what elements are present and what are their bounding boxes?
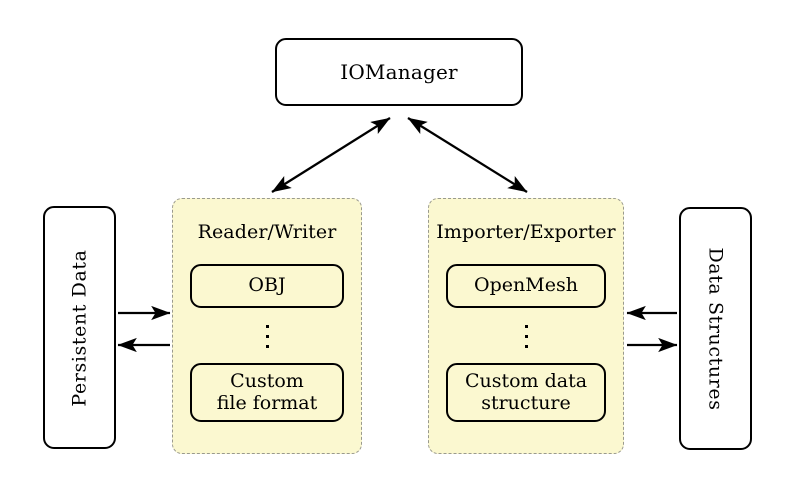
data-structures-node[interactable]: Data Structures	[679, 207, 752, 450]
group-importer-exporter[interactable]: Importer/Exporter OpenMesh Custom data s…	[428, 198, 624, 454]
group-reader-writer-title: Reader/Writer	[197, 221, 337, 243]
persistent-data-label: Persistent Data	[68, 248, 91, 407]
io-manager-node[interactable]: IOManager	[275, 38, 523, 106]
importer-exporter-item-custom-data-structure[interactable]: Custom data structure	[446, 363, 606, 422]
importer-exporter-ellipsis-icon	[524, 316, 528, 356]
custom-file-format-line-1: Custom	[230, 370, 304, 393]
arrow-manager-importerexporter	[407, 117, 528, 193]
io-manager-label: IOManager	[340, 60, 458, 84]
group-importer-exporter-title: Importer/Exporter	[436, 221, 616, 243]
importer-exporter-item-openmesh-label: OpenMesh	[474, 274, 578, 297]
reader-writer-item-obj-label: OBJ	[248, 274, 286, 297]
custom-data-structure-line-1: Custom data	[464, 370, 588, 393]
group-reader-writer[interactable]: Reader/Writer OBJ Custom file format	[172, 198, 362, 454]
importer-exporter-item-openmesh[interactable]: OpenMesh	[446, 264, 606, 308]
data-structures-label: Data Structures	[704, 246, 727, 411]
persistent-data-node[interactable]: Persistent Data	[43, 206, 116, 449]
importer-exporter-item-custom-data-structure-label: Custom data structure	[465, 371, 587, 414]
custom-file-format-line-2: file format	[216, 391, 318, 414]
reader-writer-item-custom-file-format[interactable]: Custom file format	[190, 363, 344, 422]
reader-writer-item-obj[interactable]: OBJ	[190, 264, 344, 308]
reader-writer-item-custom-file-format-label: Custom file format	[217, 371, 318, 414]
arrow-manager-readerwriter	[271, 117, 391, 193]
reader-writer-ellipsis-icon	[265, 316, 269, 356]
custom-data-structure-line-2: structure	[481, 391, 571, 414]
